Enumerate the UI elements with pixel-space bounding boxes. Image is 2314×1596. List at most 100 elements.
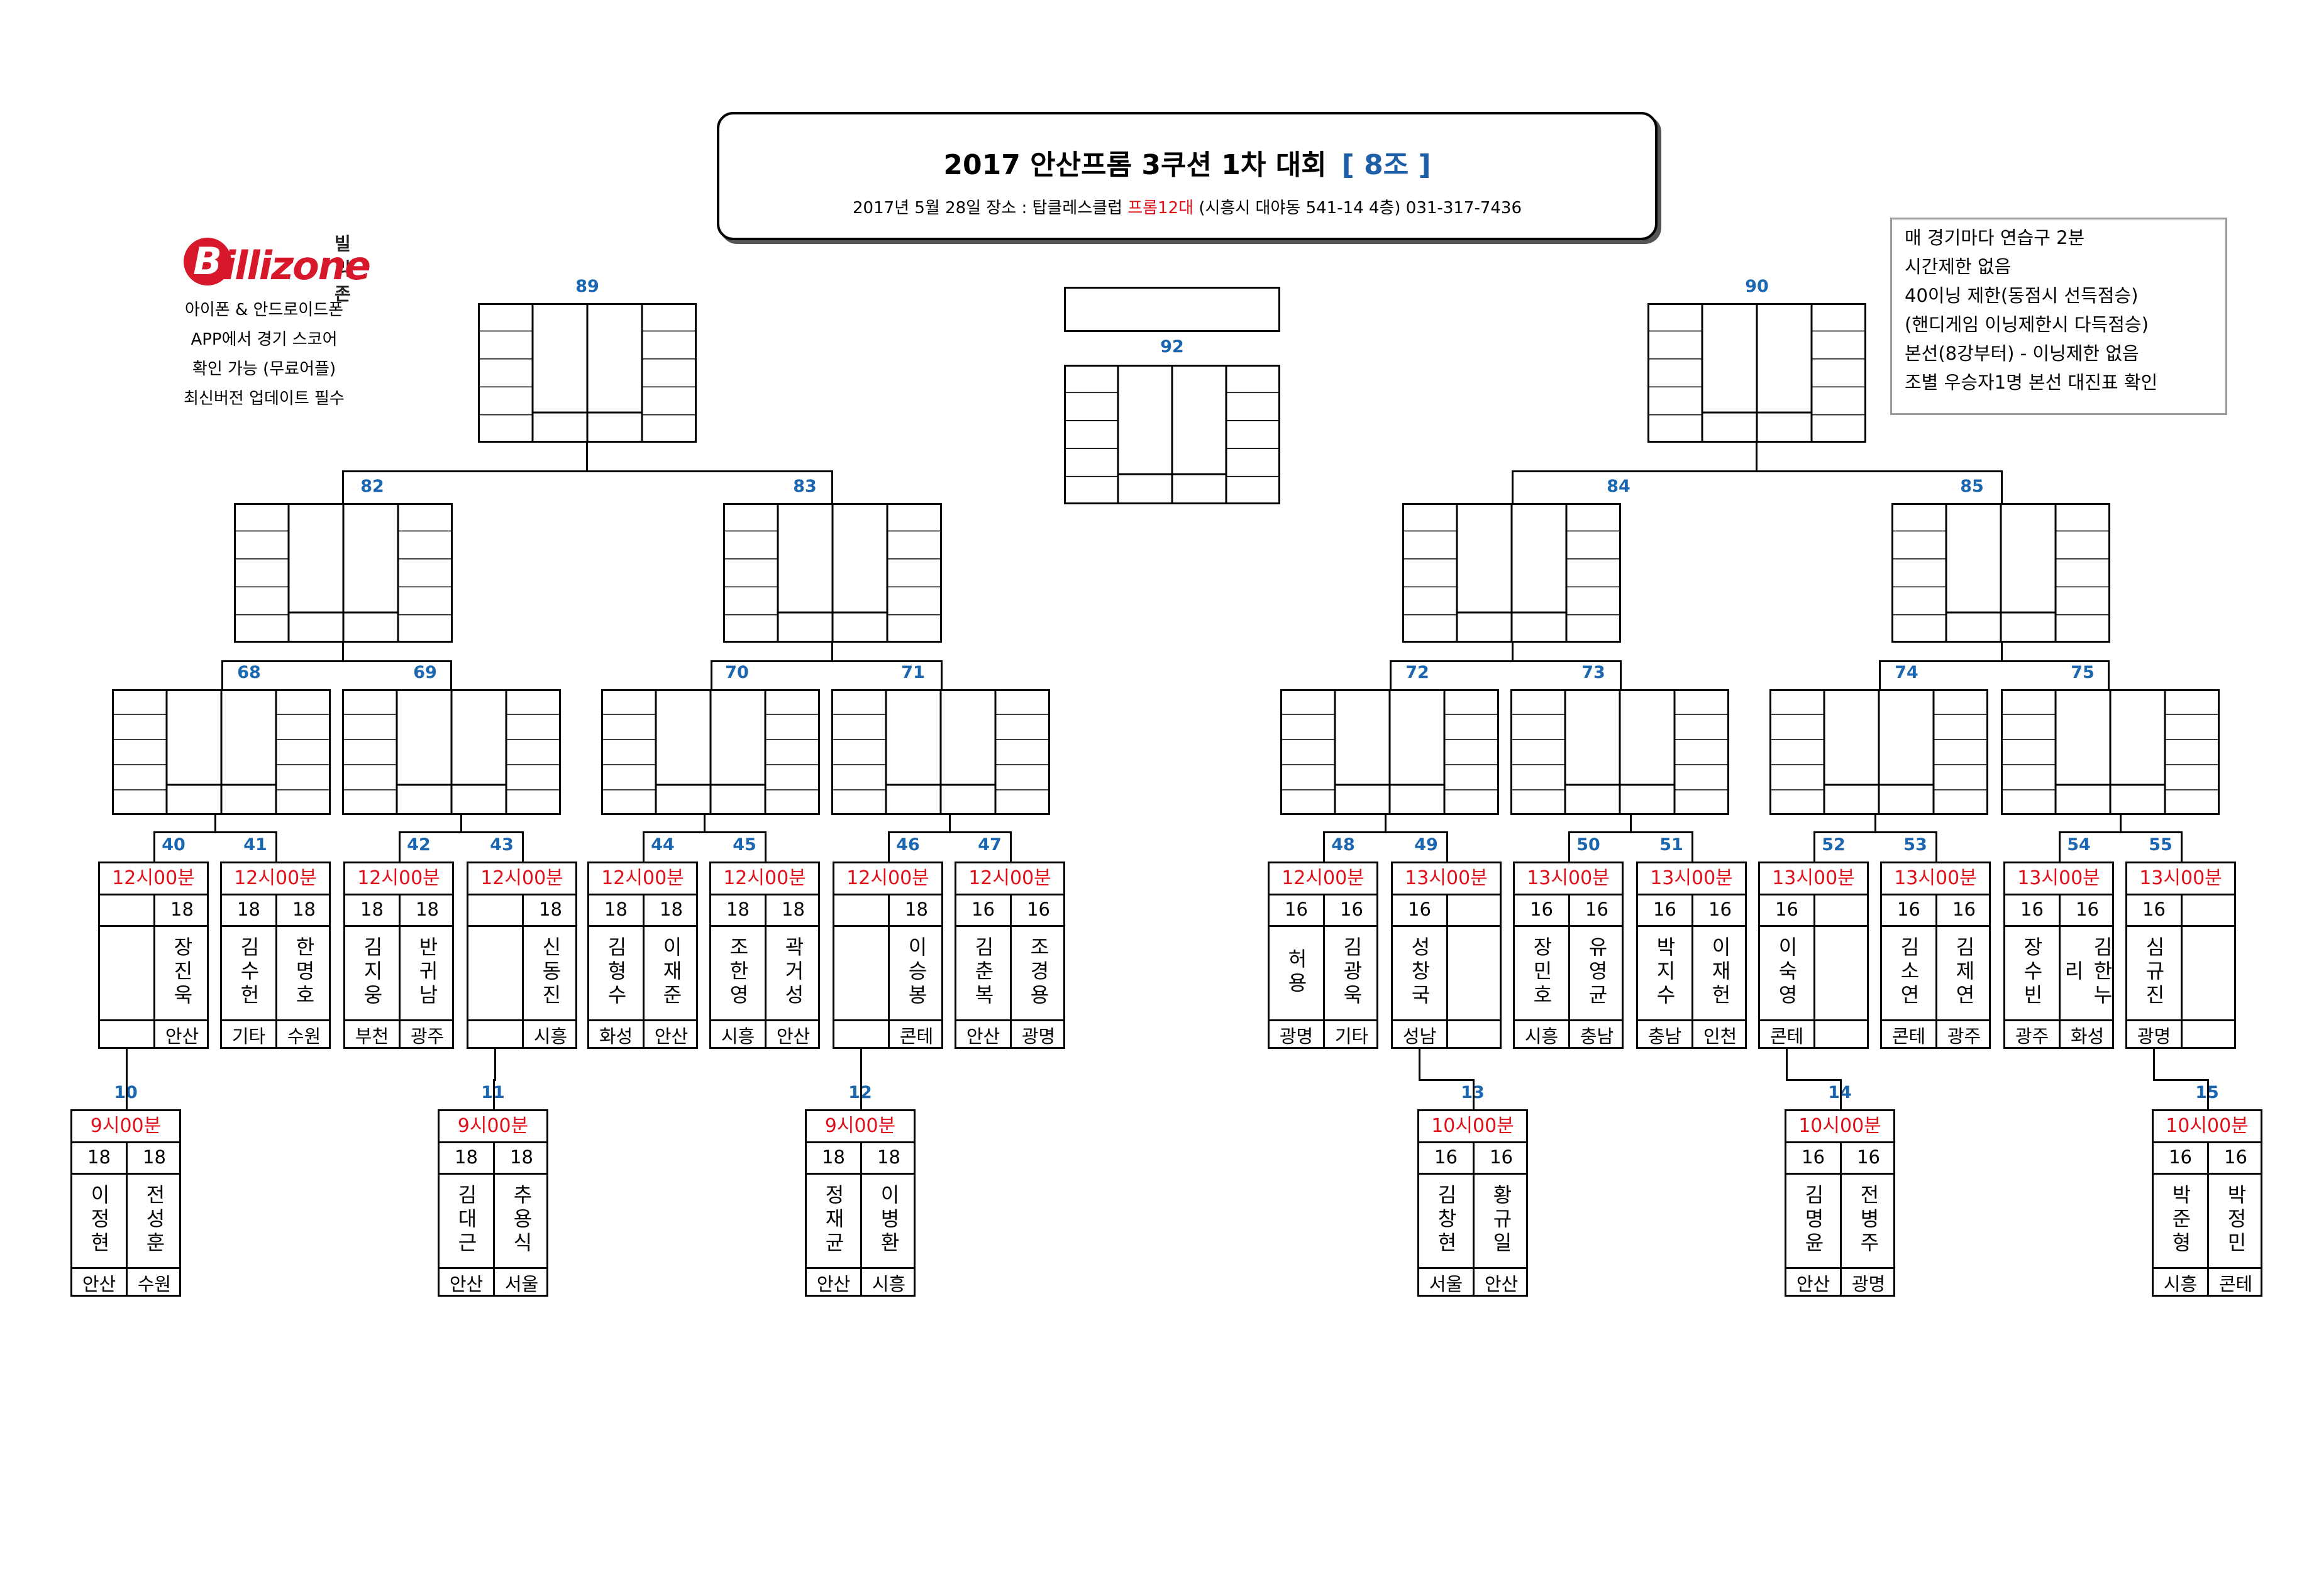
- box-grid: [1510, 689, 1729, 815]
- handicap-score: 18: [589, 894, 643, 927]
- bracket-line: [1419, 1079, 1475, 1081]
- player-region: 광명: [1012, 1019, 1065, 1053]
- bracket-line: [711, 660, 942, 662]
- player-name: 반귀남: [401, 925, 454, 1019]
- bracket-line: [831, 470, 833, 503]
- player-name: [468, 925, 522, 1019]
- column-divider: [888, 894, 890, 1047]
- column-divider: [493, 1141, 495, 1295]
- player-name-text: 김형수: [604, 936, 628, 1008]
- player-name-text: 조경용: [1026, 936, 1051, 1008]
- bracket-line: [1512, 470, 2002, 472]
- handicap-score: 18: [711, 894, 765, 927]
- match-time: 12시00분: [589, 863, 696, 895]
- bracket-line: [522, 831, 524, 862]
- player-region: 안산: [440, 1267, 493, 1300]
- match-time: 12시00분: [468, 863, 575, 895]
- bracket-line: [941, 660, 943, 689]
- player-name: [1448, 925, 1502, 1019]
- player-name-text: 이병환: [877, 1184, 901, 1256]
- box-grid: [1064, 365, 1280, 504]
- match-number-10: 10: [101, 1083, 151, 1102]
- bracket-line: [1879, 660, 2108, 662]
- match-time: 13시00분: [1882, 863, 1989, 895]
- player-name: 박정민: [2209, 1173, 2262, 1267]
- player-name-text: 곽거성: [781, 936, 805, 1008]
- bracket-line: [949, 815, 951, 833]
- match-number-n73: 73: [1581, 663, 1605, 682]
- handicap-score: [100, 894, 153, 927]
- player-region: [100, 1019, 153, 1053]
- handicap-score: 16: [2154, 1141, 2207, 1175]
- player-region: 콘테: [890, 1019, 943, 1053]
- box-grid: [342, 689, 561, 815]
- player-name-text: 이정현: [87, 1184, 111, 1256]
- bracket-line: [275, 831, 277, 862]
- match-number-51: 51: [1659, 835, 1683, 855]
- player-name-text: 이재헌: [1708, 936, 1732, 1008]
- player-name: 이병환: [862, 1173, 916, 1267]
- player-name-text: 김소연: [1896, 936, 1921, 1008]
- match-number-50: 50: [1576, 835, 1600, 855]
- match-box-75: [2001, 689, 2220, 815]
- player-name-text: 김한누리: [2061, 936, 2114, 1008]
- player-name: 이정현: [72, 1173, 126, 1267]
- column-divider: [643, 894, 645, 1047]
- handicap-score: 16: [2127, 894, 2181, 927]
- handicap-score: 18: [440, 1141, 493, 1175]
- bracket-line: [2120, 815, 2122, 833]
- player-name-text: 김춘복: [971, 936, 995, 1008]
- player-name-text: 성창국: [1407, 936, 1432, 1008]
- player-region: 광명: [1842, 1267, 1895, 1300]
- match-time: 12시00분: [834, 863, 941, 895]
- handicap-score: 18: [155, 894, 209, 927]
- player-name: 박준형: [2154, 1173, 2207, 1267]
- box-grid: [601, 689, 820, 815]
- player-name: 전성훈: [128, 1173, 181, 1267]
- column-divider: [275, 894, 277, 1047]
- billizone-logo: 빌리존 B illizone: [184, 230, 371, 304]
- winner-box: [1064, 287, 1280, 332]
- match-number-n71: 71: [901, 663, 925, 682]
- player-name-text: 이승봉: [904, 936, 929, 1008]
- player-name-text: 전병주: [1856, 1184, 1881, 1256]
- bracket-line: [2153, 1079, 2209, 1081]
- handicap-score: 18: [645, 894, 698, 927]
- match-number-49: 49: [1414, 835, 1438, 855]
- player-name-text: 김지웅: [360, 936, 384, 1008]
- player-name: 조경용: [1012, 925, 1065, 1019]
- match-time: 9시00분: [72, 1111, 179, 1143]
- player-name-text: 유영균: [1585, 936, 1609, 1008]
- box-grid: [478, 303, 697, 443]
- player-region: 안산: [767, 1019, 820, 1053]
- player-name-text: 한명호: [292, 936, 316, 1008]
- handicap-score: 18: [524, 894, 577, 927]
- handicap-score: 16: [1515, 894, 1568, 927]
- match-box-72: [1280, 689, 1499, 815]
- player-name: 한명호: [277, 925, 331, 1019]
- handicap-score: 16: [1325, 894, 1378, 927]
- bracket-line: [494, 1049, 496, 1080]
- player-name-text: 허용: [1284, 948, 1309, 996]
- match-number-n70: 70: [725, 663, 749, 682]
- handicap-score: 16: [1882, 894, 1935, 927]
- player-name-text: 박준형: [2168, 1184, 2193, 1256]
- match-number-47: 47: [978, 835, 1002, 855]
- column-divider: [126, 1141, 128, 1295]
- handicap-score: 18: [222, 894, 275, 927]
- bracket-line: [342, 643, 344, 662]
- player-name: 이숙영: [1760, 925, 1813, 1019]
- player-region: [468, 1019, 522, 1053]
- bracket-line: [221, 660, 223, 689]
- player-region: [2183, 1019, 2236, 1053]
- handicap-score: 16: [956, 894, 1010, 927]
- handicap-score: 18: [767, 894, 820, 927]
